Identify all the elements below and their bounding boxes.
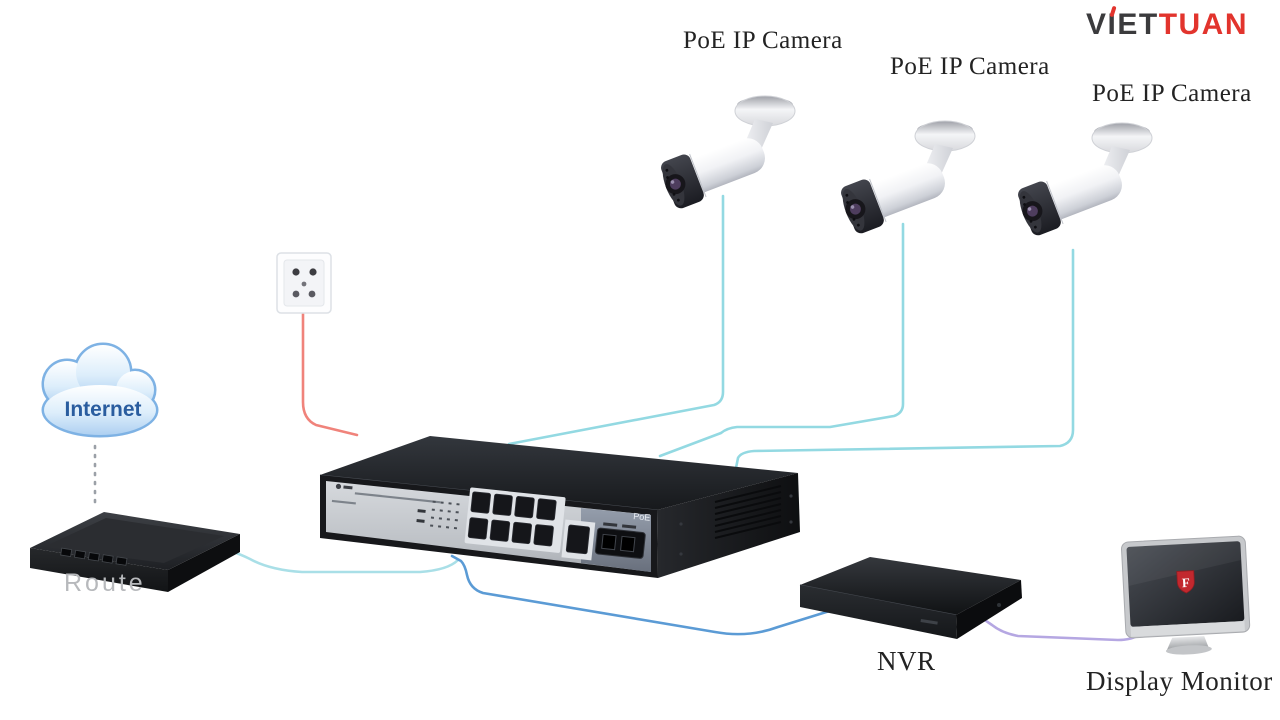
poe-camera-3 [1018, 122, 1153, 236]
router-label: Route [64, 569, 146, 597]
switch-rj45-ports [464, 487, 596, 561]
camera-body [661, 138, 765, 209]
switch-sfp-cage [594, 522, 646, 559]
switch-poe-label: PoE [633, 511, 651, 523]
power-cable [301, 312, 359, 437]
switch-print-marks [331, 483, 441, 505]
internet-cloud: Internet [41, 342, 159, 438]
camera-body [841, 163, 945, 234]
router [30, 512, 240, 592]
switch-vents [714, 485, 782, 539]
wall-outlet [276, 252, 332, 314]
switch-nvr-cable [450, 554, 838, 636]
nvr-brand-mark [920, 619, 938, 625]
camera1-label: PoE IP Camera [683, 27, 843, 54]
nvr [799, 557, 1022, 639]
internet-label: Internet [64, 398, 141, 421]
camera3-label: PoE IP Camera [1092, 80, 1252, 107]
camera2-cable [658, 222, 905, 458]
viettuan-logo: VIETTUAN [1086, 5, 1249, 42]
camera3-cable [734, 248, 1075, 470]
router-ports [60, 547, 128, 566]
router-uplink-cable [228, 549, 460, 574]
display-monitor: F [1121, 535, 1251, 655]
camera1-cable [507, 194, 725, 446]
svg-text:F: F [1181, 575, 1190, 590]
camera-body [1018, 165, 1122, 236]
poe-camera-1 [661, 95, 796, 209]
monitor-label: Display Monitor [1086, 666, 1273, 696]
switch-screws [679, 494, 793, 556]
camera2-label: PoE IP Camera [890, 53, 1050, 80]
poe-camera-2 [841, 120, 976, 234]
monitor-screen-logo: F [1176, 570, 1195, 594]
poe-switch: PoE [319, 436, 800, 578]
switch-leds [416, 500, 460, 530]
logo-part-red: TUAN [1158, 8, 1249, 41]
nvr-label: NVR [877, 646, 936, 676]
logo-part-dark: VIET [1086, 8, 1159, 41]
